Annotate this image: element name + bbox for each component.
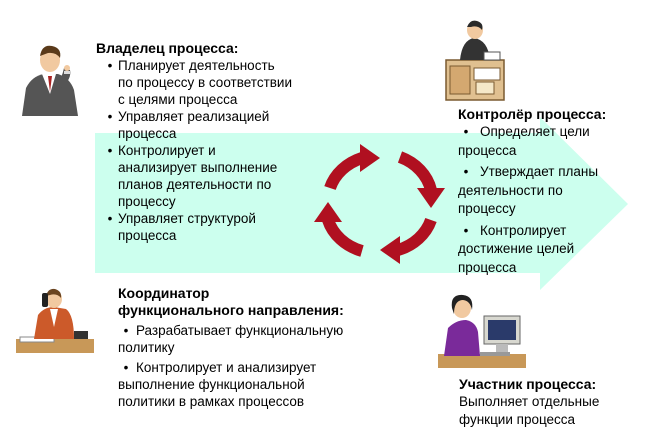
controller-item: •Контролирует достижение целей процесса [458,222,575,275]
owner-item: •Планирует деятельность по процессу в со… [96,57,336,108]
bullet: • [123,360,129,375]
bullet: • [107,109,113,124]
controller-block: Контролёр процесса: •Определяет цели про… [458,106,643,277]
owner-list: •Планирует деятельность по процессу в со… [96,57,336,244]
bullet: • [107,58,113,73]
owner-title: Владелец процесса: [96,40,239,56]
participant-block: Участник процесса: Выполняет отдельные ф… [459,376,639,429]
bullet: • [123,323,129,338]
owner-item: •Управляет реализацией процесса [96,108,336,142]
bullet: • [463,222,469,238]
controller-item: •Определяет цели процесса [458,124,590,158]
owner-block: Владелец процесса: •Планирует деятельнос… [96,40,336,244]
controller-item: •Утверждает планы деятельности по процес… [458,164,599,216]
controller-list: •Определяет цели процесса •Утверждает пл… [458,123,643,277]
owner-item: •Контролирует и анализирует выполнение п… [96,142,336,210]
controller-title: Контролёр процесса: [458,106,607,122]
businessman-watch-icon [22,45,78,116]
desk-worker-icon [445,20,505,101]
bullet: • [107,143,113,158]
participant-line: Выполняет отдельные [459,394,600,409]
computer-woman-icon [438,294,526,368]
coordinator-title: Координатор функционального направления: [118,285,344,318]
bullet: • [463,124,469,139]
coordinator-list: •Разрабатывает функциональную политику •… [118,322,388,410]
coordinator-item: •Разрабатывает функциональную политику [118,323,344,355]
participant-line: функции процесса [459,412,576,427]
coordinator-item: •Контролирует и анализирует выполнение ф… [118,360,317,409]
phone-man-icon [16,288,94,353]
bullet: • [107,211,113,226]
bullet: • [463,164,469,179]
participant-title: Участник процесса: [459,376,597,392]
coordinator-block: Координатор функционального направления:… [118,285,388,410]
owner-item: •Управляет структурой процесса [96,210,336,244]
cycle-arrows-icon [314,144,445,264]
